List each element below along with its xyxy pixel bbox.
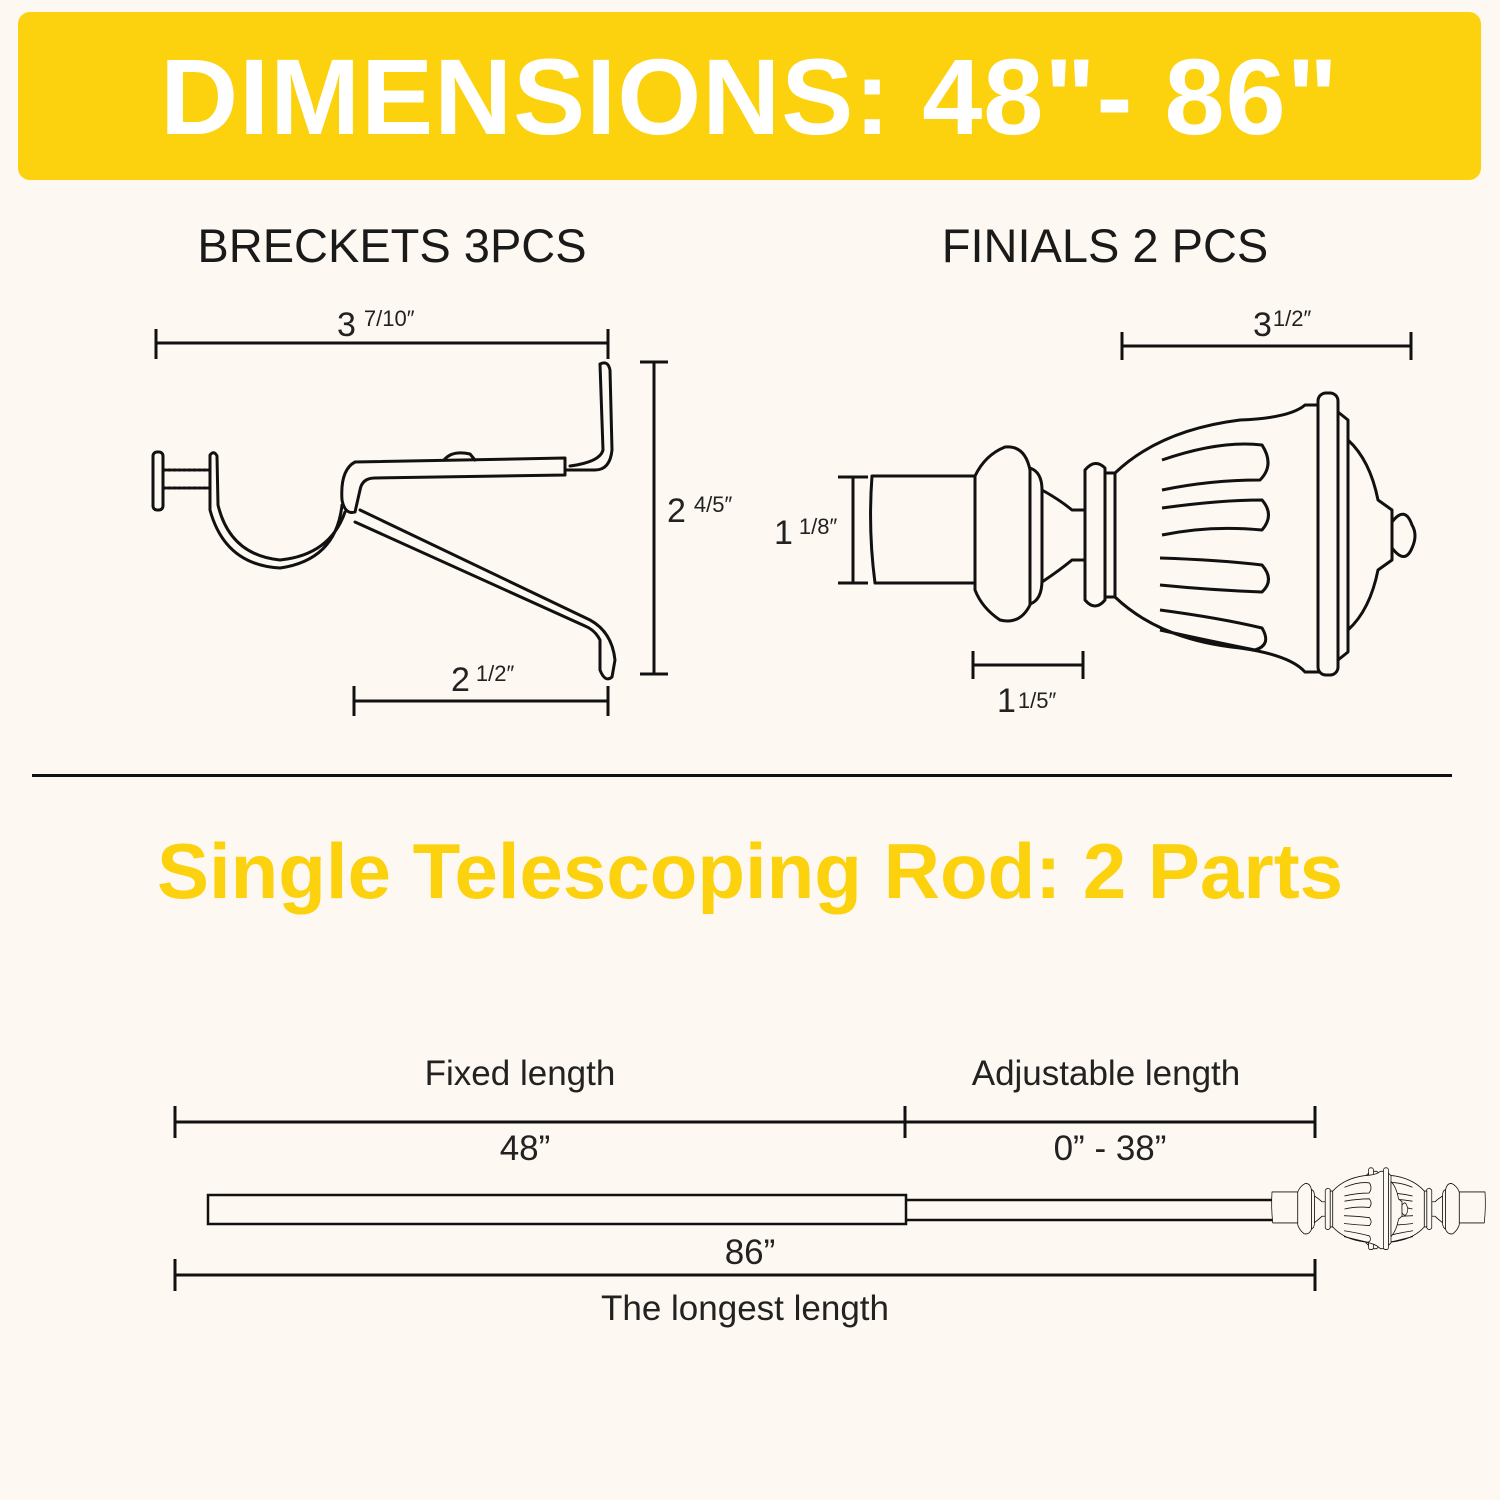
finials-heading: FINIALS 2 PCS <box>941 219 1269 272</box>
title-banner: DIMENSIONS: 48"- 86" <box>18 12 1481 180</box>
finial-length-label: 31/2″ <box>1253 306 1312 344</box>
rod-adjustable-part <box>903 1198 1282 1222</box>
brackets-heading: BRECKETS 3PCS <box>197 219 587 272</box>
finial-dimensions <box>838 332 1413 679</box>
fixed-length-label: Fixed length <box>425 1054 616 1093</box>
finial-illustration <box>869 391 1417 677</box>
bracket-illustration <box>151 361 617 681</box>
right-finial <box>1271 1167 1409 1251</box>
rod-illustration <box>206 1167 1486 1251</box>
section-divider <box>32 774 1452 777</box>
rod-dimensions <box>173 1106 1317 1291</box>
rod-fixed-part <box>206 1193 908 1226</box>
total-length-value: 86” <box>725 1233 776 1272</box>
adjustable-length-value: 0” - 38” <box>1054 1129 1167 1168</box>
adjustable-length-label: Adjustable length <box>972 1054 1241 1093</box>
rod-title: Single Telescoping Rod: 2 Parts <box>156 827 1344 915</box>
finial-collar-label: 11/5″ <box>997 682 1057 720</box>
total-length-label: The longest length <box>601 1289 889 1328</box>
banner-title: DIMENSIONS: 48"- 86" <box>160 35 1339 157</box>
fixed-length-value: 48” <box>500 1129 551 1168</box>
bracket-dimensions <box>154 329 668 716</box>
